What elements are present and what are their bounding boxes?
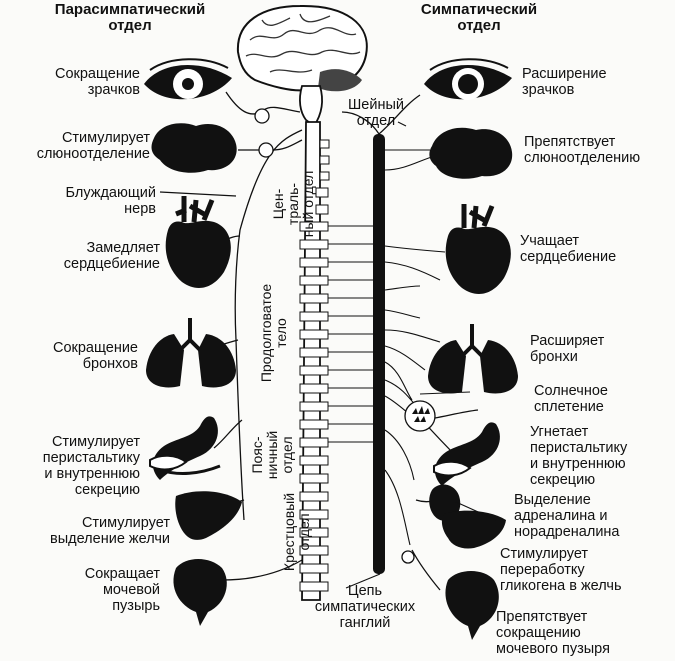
brain-icon: [236, 4, 368, 92]
liver-icon-left: [175, 491, 242, 540]
label-right-glycogen: Стимулирует переработку гликогена в желч…: [500, 546, 622, 594]
bladder-icon-left: [173, 559, 227, 626]
label-right-adrenal: Выделение адреналина и норадреналина: [514, 492, 620, 540]
salivary-gland-icon-right: [429, 127, 513, 179]
heart-icon-left: [165, 196, 231, 288]
spinal-segments: [299, 139, 330, 592]
label-left-stomach: Стимулирует перистальтику и внутреннюю с…: [42, 434, 140, 498]
stomach-icon-right: [433, 422, 500, 486]
label-left-bladder: Сокращает мочевой пузырь: [84, 566, 160, 614]
label-sacral-section: Крестцовый отдел: [281, 492, 312, 572]
label-chain: Цепь симпатических ганглий: [314, 583, 416, 631]
liver-icon-right: [441, 510, 506, 549]
stomach-icon-left: [149, 416, 221, 480]
sympathetic-chain-bar: [373, 134, 385, 574]
label-cervical: Шейный отдел: [348, 97, 404, 129]
label-right-bronchi: Расширяет бронхи: [530, 333, 605, 365]
salivary-gland-icon-left: [151, 123, 237, 173]
ciliary-ganglion: [254, 108, 270, 124]
label-medulla: Продолговатое тело: [258, 283, 289, 383]
adrenal-ganglion: [401, 550, 415, 564]
solar-plexus-ring: [404, 400, 436, 432]
label-left-bile: Стимулирует выделение желчи: [50, 515, 170, 547]
label-right-heart: Учащает сердцебиение: [520, 233, 617, 265]
bladder-icon-right: [445, 571, 499, 640]
brainstem: [299, 85, 323, 128]
pointer-lines: [345, 121, 497, 589]
lungs-icon-right: [428, 324, 518, 394]
segment-connector-lines: [328, 149, 446, 546]
label-right-stomach: Угнетает перистальтику и внутреннюю секр…: [530, 424, 628, 488]
label-lumbar-section: Пояс- ничный отдел: [249, 430, 295, 480]
label-left-vagus: Блуждающий нерв: [65, 185, 156, 217]
eye-icon-right: [424, 58, 512, 100]
label-right-saliva: Препятствует слюноотделению: [524, 134, 641, 166]
label-right-bladder: Препятствует сокращению мочевого пузыря: [496, 609, 610, 657]
heading-parasympathetic: Парасимпатический отдел: [54, 1, 206, 34]
otic-ganglion: [258, 142, 274, 158]
label-right-pupil: Расширение зрачков: [522, 66, 607, 98]
lungs-icon-left: [146, 318, 236, 388]
label-right-solar: Солнечное сплетение: [534, 383, 608, 415]
heading-sympathetic: Симпатический отдел: [420, 1, 538, 34]
label-left-pupil: Сокращение зрачков: [54, 66, 140, 98]
label-left-heart: Замедляет сердцебиение: [63, 240, 160, 272]
eye-icon-left: [144, 58, 232, 100]
heart-icon-right: [445, 204, 511, 294]
label-left-saliva: Стимулирует слюноотделение: [36, 130, 150, 162]
adrenal-icon-right: [429, 484, 461, 521]
label-central-section: Цен- траль- ный отдел: [270, 170, 316, 238]
label-left-bronchi: Сокращение бронхов: [52, 340, 138, 372]
